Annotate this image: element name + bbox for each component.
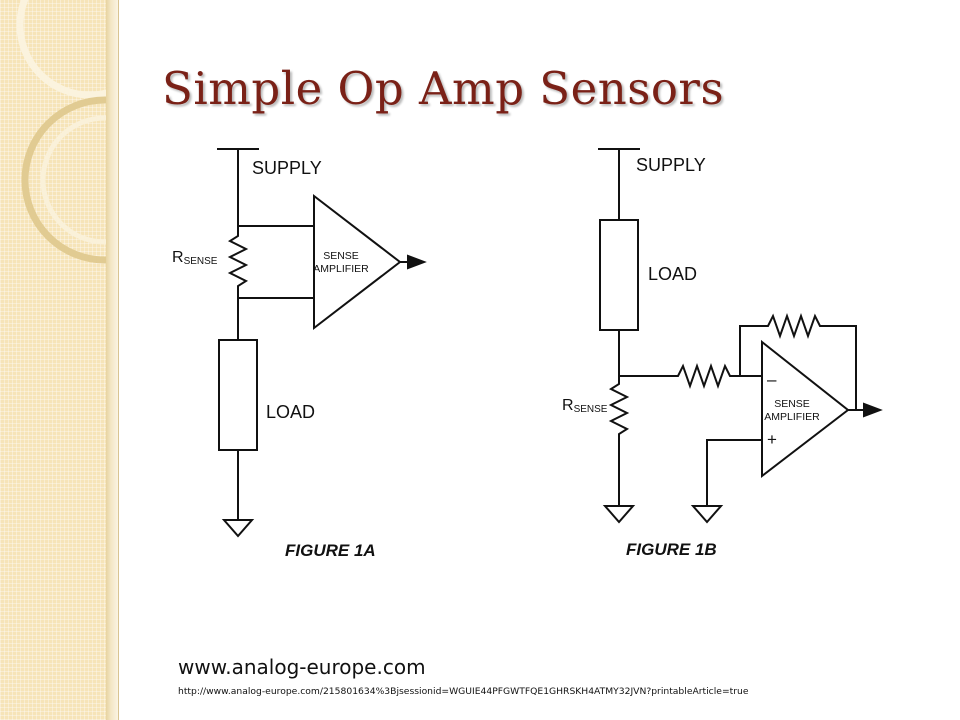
fig1b-rsense-label: RSENSE [562,397,608,415]
source-url[interactable]: http://www.analog-europe.com/215801634%3… [178,686,749,697]
fig1b-rsense-resistor [608,376,630,440]
fig1b-load-label: LOAD [648,264,697,284]
fig1a-load-box [218,339,258,451]
fig1b-sense-amplifier [761,339,850,479]
sidebar-edge [106,0,118,720]
figure-1b [598,148,883,524]
fig1b-supply-label: SUPPLY [636,155,706,175]
fig1a-output-arrow [407,254,427,270]
fig1b-output-arrow [863,402,883,418]
fig1b-load-box [599,219,639,331]
decor-ring-top [16,0,106,99]
decor-ring-inner [40,115,106,245]
fig1a-supply-label: SUPPLY [252,158,322,178]
fig1b-minus-label: – [767,370,777,389]
fig1b-wire-plus-ground [706,439,762,506]
fig1b-feedback-resistor [739,312,857,410]
fig1b-input-resistor [619,362,762,390]
fig1b-amp-label-line1: SENSE [774,398,810,410]
fig1a-ground-symbol [221,519,255,538]
fig1a-rsense-resistor [227,226,249,296]
fig1a-sense-amplifier [313,193,402,331]
fig1b-amp-label-line2: AMPLIFIER [764,411,820,423]
fig1a-caption: FIGURE 1A [285,541,376,560]
fig1a-amp-label-line1: SENSE [323,250,359,262]
fig1a-load-label: LOAD [266,402,315,422]
fig1b-plus-label: + [767,430,777,449]
decorative-circles [16,0,106,264]
fig1b-caption: FIGURE 1B [626,540,717,559]
fig1b-ground-symbol [602,505,636,524]
sidebar-divider [118,0,119,720]
fig1a-amp-label-line2: AMPLIFIER [313,263,369,275]
decor-ring-outer [21,96,106,264]
decorative-sidebar [0,0,106,720]
slide-title: Simple Op Amp Sensors [162,62,725,115]
source-website[interactable]: www.analog-europe.com [178,655,426,679]
figure-1a [217,148,427,538]
fig1a-rsense-label: RSENSE [172,249,218,267]
fig1b-ground-symbol-2 [690,505,724,524]
